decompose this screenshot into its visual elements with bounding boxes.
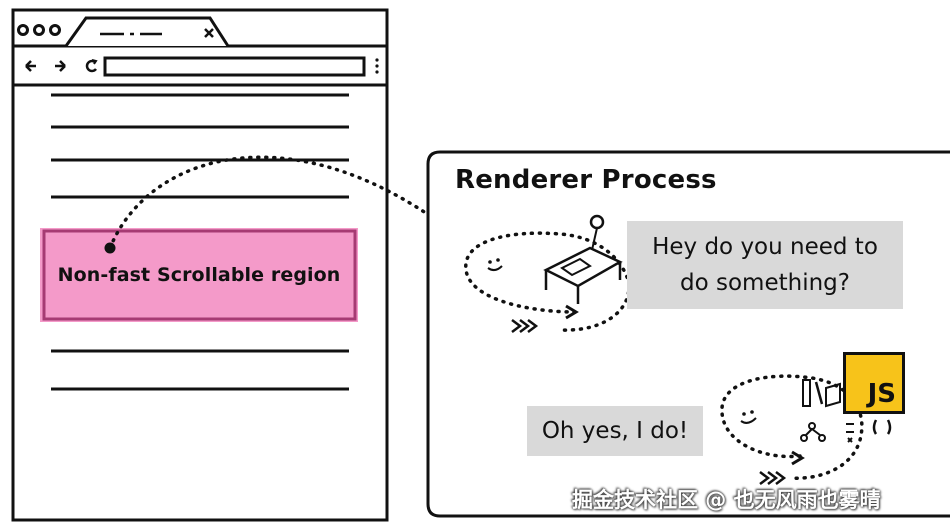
menu-dot-3	[375, 70, 379, 74]
ruler-icon	[802, 379, 811, 407]
window-maximize-dot	[49, 24, 61, 36]
thread-loop-path	[720, 374, 864, 480]
function-parens-icon	[872, 419, 892, 435]
address-bar	[103, 56, 366, 77]
watermark: 掘金技术社区 @ 也无风雨也雾晴	[572, 488, 881, 512]
forward-arrow-icon	[55, 60, 66, 72]
renderer-process-panel	[426, 150, 950, 518]
tree-node-icon	[818, 434, 826, 442]
window-close-dot	[17, 24, 29, 36]
thread-loop-path	[464, 231, 631, 332]
speech-bubble-question: Hey do you need to do something?	[627, 221, 903, 309]
renderer-process-title: Renderer Process	[455, 165, 717, 195]
browser-tab	[64, 16, 230, 47]
loop-arrow-icon	[791, 450, 805, 466]
chevrons-icon	[511, 319, 539, 333]
math-symbols-icon	[846, 423, 854, 443]
tab-close-icon	[204, 28, 214, 38]
paper-on-desk	[560, 257, 592, 277]
window-minimize-dot	[33, 24, 45, 36]
face-smile	[740, 417, 757, 424]
face-eye	[742, 412, 746, 416]
face-eye	[496, 258, 500, 262]
region-border	[42, 229, 357, 321]
desk-legs	[544, 262, 622, 304]
main-thread-worker-js	[720, 374, 892, 485]
reload-icon-arrowhead	[91, 59, 98, 65]
connector-dotted-path	[108, 155, 462, 250]
book-icon	[825, 382, 841, 408]
connector-start-dot	[104, 242, 116, 254]
lamp-arm	[591, 227, 598, 251]
back-arrow-icon	[25, 60, 36, 72]
face-eye	[750, 410, 754, 414]
region-label: Non-fast Scrollable region	[57, 264, 341, 286]
face-smile	[487, 265, 503, 272]
chevrons-icon	[759, 471, 787, 485]
menu-dot-2	[375, 64, 379, 68]
tree-node-icon	[800, 434, 808, 442]
browser-window	[11, 8, 389, 522]
question-line-1: Hey do you need to	[652, 234, 878, 260]
tree-edges	[805, 428, 821, 436]
main-thread-worker	[464, 214, 631, 333]
menu-dot-1	[375, 58, 379, 62]
loop-arrow-icon	[565, 304, 579, 320]
speech-bubble-answer: Oh yes, I do!	[527, 406, 703, 456]
face-eye	[488, 260, 492, 264]
pencil-icon	[814, 381, 824, 405]
non-fast-scrollable-region	[40, 228, 358, 322]
question-line-2: do something?	[680, 270, 850, 296]
js-badge: JS	[843, 352, 905, 414]
